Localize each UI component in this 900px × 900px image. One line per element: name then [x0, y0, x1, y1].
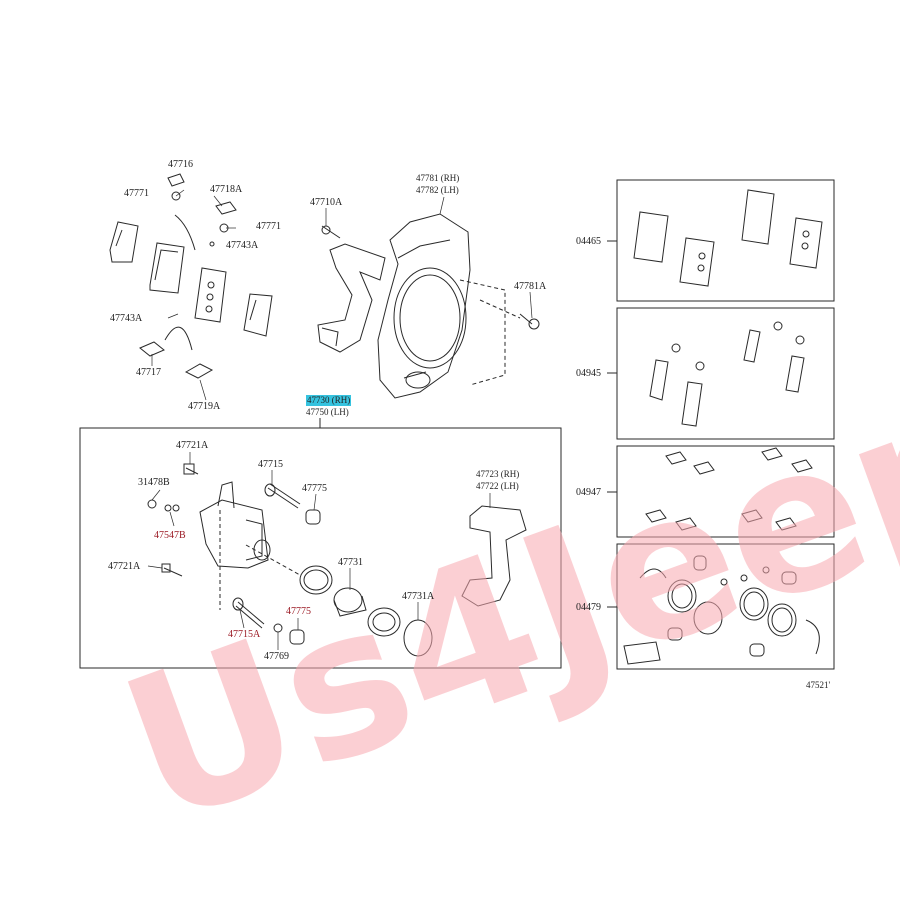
slide-pin-lower — [232, 597, 265, 629]
caliper-mounting-bracket — [461, 505, 527, 607]
anti-squeal-clip-bottom — [139, 341, 214, 379]
label-04947: 04947 — [576, 487, 601, 498]
label-47716: 47716 — [168, 159, 193, 170]
brake-pad-inner — [149, 242, 185, 294]
wear-indicator-wire-lower — [164, 326, 193, 351]
label-47723-rh: 47723 (RH) — [476, 469, 520, 479]
watermark-logo: Us4Jeep — [97, 340, 900, 870]
dust-cover — [377, 213, 471, 399]
kit-04947-clips — [645, 447, 813, 531]
bracket-bolt — [321, 225, 341, 239]
bleeder-cap — [147, 499, 180, 512]
label-47731: 47731 — [338, 557, 363, 568]
label-47722-lh: 47722 (LH) — [476, 481, 519, 491]
label-04945: 04945 — [576, 368, 601, 379]
label-04479: 04479 — [576, 602, 601, 613]
label-47743a-left: 47743A — [110, 313, 143, 324]
dust-cover-bolt — [519, 313, 540, 330]
anti-squeal-clip-top — [167, 173, 237, 247]
label-47715: 47715 — [258, 459, 283, 470]
label-04465: 04465 — [576, 236, 601, 247]
bleeder-screw — [183, 463, 199, 475]
label-47730-rh[interactable]: 47730 (RH) — [306, 395, 352, 406]
label-47771-upper: 47771 — [124, 188, 149, 199]
kit-04945-shims — [649, 321, 805, 427]
kit-box-04465 — [616, 179, 835, 302]
kit-04465-pads — [633, 189, 823, 287]
label-47717: 47717 — [136, 367, 161, 378]
label-47781-rh: 47781 (RH) — [416, 173, 460, 183]
label-47731a: 47731A — [402, 591, 435, 602]
label-47710a: 47710A — [310, 197, 343, 208]
mounting-bracket — [317, 243, 386, 353]
slide-pin-boot-lower — [289, 629, 305, 645]
kit-04479-seals — [623, 555, 820, 665]
slide-pin-boot-upper — [305, 509, 321, 525]
label-47719a: 47719A — [188, 401, 221, 412]
label-47721a-top: 47721A — [176, 440, 209, 451]
label-47781a: 47781A — [514, 281, 547, 292]
label-47775-upper: 47775 — [302, 483, 327, 494]
label-47775-lower: 47775 — [286, 606, 311, 617]
label-47743a-top: 47743A — [226, 240, 259, 251]
label-47547b: 47547B — [154, 530, 186, 541]
label-31478b: 31478B — [138, 477, 170, 488]
dust-cover-dashed-guide — [459, 279, 506, 386]
wear-indicator-wire — [174, 214, 196, 251]
pad-shim-left — [109, 221, 139, 263]
label-47782-lh: 47782 (LH) — [416, 185, 459, 195]
piston-seal — [299, 565, 333, 595]
figure-id: 47521' — [806, 680, 831, 690]
label-47718a: 47718A — [210, 184, 243, 195]
caliper-body — [199, 481, 271, 569]
label-47715a: 47715A — [228, 629, 261, 640]
piston-boot — [367, 607, 401, 637]
slide-pin-upper — [264, 483, 301, 509]
label-47721a-left: 47721A — [108, 561, 141, 572]
pad-shim-right — [243, 293, 273, 337]
caliper-bolt-lower — [161, 563, 183, 577]
brake-pad-outer — [194, 267, 227, 323]
label-47771-right: 47771 — [256, 221, 281, 232]
caliper-piston — [333, 587, 367, 617]
label-47750-lh: 47750 (LH) — [306, 407, 349, 417]
label-47769: 47769 — [264, 651, 289, 662]
